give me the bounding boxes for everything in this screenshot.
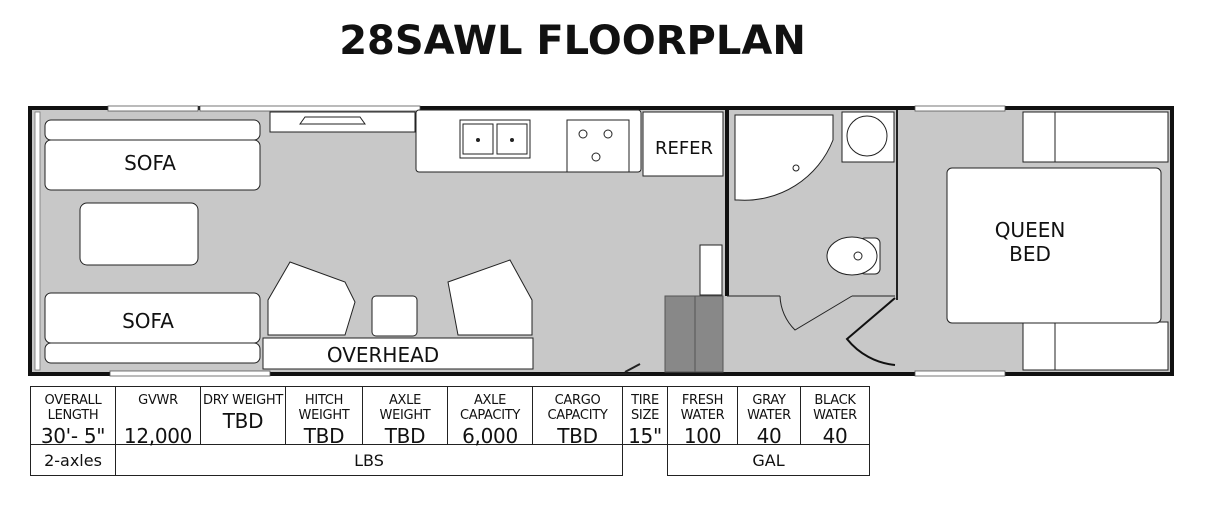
window [199, 105, 421, 112]
overhead-cabinet [262, 337, 534, 370]
window [914, 105, 1006, 112]
sofa-bottom-label: SOFA [122, 309, 174, 333]
queen-bed-label-line1: QUEEN [995, 218, 1066, 242]
table [79, 202, 199, 266]
sofa-bottom [44, 292, 261, 364]
overhead-label: OVERHEAD [327, 343, 439, 367]
sofa-top [44, 119, 261, 191]
shower-icon [734, 114, 834, 201]
refer-label: REFER [655, 138, 713, 159]
end-table [371, 295, 418, 337]
units-row: 2-axles LBS GAL [30, 444, 870, 476]
bathroom-sink-icon [846, 115, 888, 157]
sink-icon [459, 119, 531, 159]
queen-bed [946, 167, 1162, 324]
sofa-top-label: SOFA [124, 151, 176, 175]
lbs-unit: LBS [115, 444, 623, 476]
axles-count: 2-axles [30, 444, 116, 476]
swivel-chair-right [447, 259, 533, 336]
stove-icon [566, 119, 630, 173]
window [109, 370, 271, 377]
tv-icon [299, 116, 366, 125]
toilet-icon [826, 236, 881, 276]
refrigerator [642, 111, 724, 177]
drawer [664, 295, 696, 373]
page-title: 28SAWL FLOORPLAN [339, 18, 806, 64]
swivel-chair-left [267, 261, 356, 336]
gal-unit: GAL [667, 444, 870, 476]
queen-bed-label-line2: BED [1009, 242, 1051, 266]
window [914, 370, 1006, 377]
drawer [694, 295, 724, 373]
window [107, 105, 199, 112]
